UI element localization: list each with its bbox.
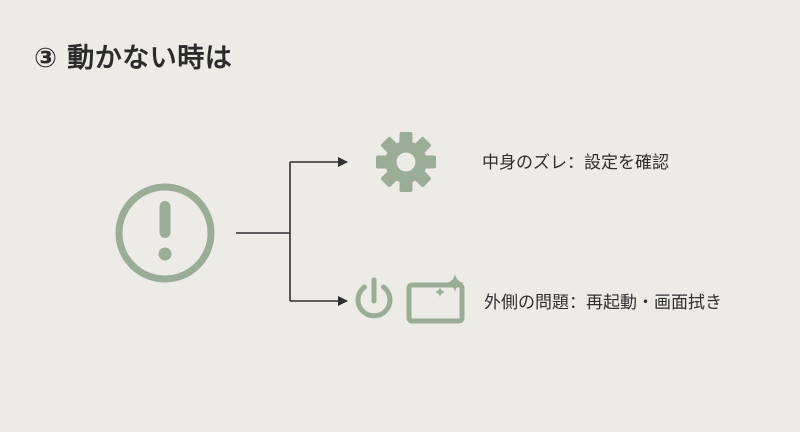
branch-connector [236,157,348,306]
branch-label-external: 外側の問題：再起動・画面拭き [484,293,722,313]
exclamation-circle-icon [115,183,215,283]
slide-title: ③ 動かない時は [34,43,233,74]
branch-label-settings: 中身のズレ：設定を確認 [482,153,669,173]
sparkle-screen-icon [406,274,465,324]
power-icon [355,277,393,319]
gear-icon [376,132,436,192]
